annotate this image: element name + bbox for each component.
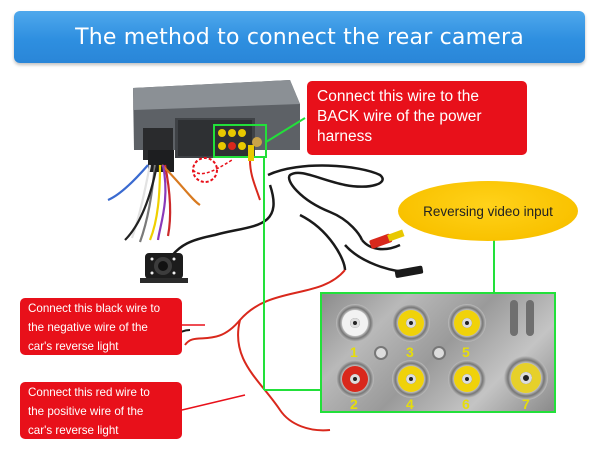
rca-jack-5 [448,304,486,342]
title-banner: The method to connect the rear camera [14,11,585,63]
head-unit [133,80,300,172]
back-wire-note-line-2: BACK wire of the power [317,108,482,125]
rca-jack-7 [504,356,548,400]
jack-number-1: 1 [350,344,358,360]
reversing-video-label: Reversing video input [423,203,553,219]
back-wire-note-line-1: Connect this wire to the [317,88,479,105]
black-wire-note-line-3: car's reverse light [28,340,119,353]
black-wire-note: Connect this black wire to the negative … [20,298,182,355]
rca-jack-3 [392,304,430,342]
jack-number-3: 3 [406,344,414,360]
black-wire-note-line-2: the negative wire of the [28,321,148,334]
camera-cable [164,159,411,432]
panel-slot [510,300,518,336]
panel-slot [526,300,534,336]
reversing-video-callout: Reversing video input [398,181,578,241]
rca-jack-panel: 1 2 3 4 5 6 7 [320,292,556,413]
rca-jack-2 [336,360,374,398]
banner-title: The method to connect the rear camera [75,24,524,50]
rca-plugs [248,145,424,278]
black-wire-note-line-1: Connect this black wire to [28,302,161,315]
panel-screw [374,346,388,360]
panel-screw [432,346,446,360]
rca-jack-1 [336,304,374,342]
rear-camera [140,253,188,283]
red-wire-note: Connect this red wire to the positive wi… [20,382,182,439]
harness-wires [107,164,201,243]
jack-number-5: 5 [462,344,470,360]
jack-number-6: 6 [462,396,470,412]
back-wire-note: Connect this wire to the BACK wire of th… [307,81,527,155]
jack-number-7: 7 [522,396,530,412]
red-wire-note-line-1: Connect this red wire to [28,386,150,399]
red-pointer-lines [181,324,246,411]
red-wire-note-line-2: the positive wire of the [28,405,144,418]
rca-jack-6 [448,360,486,398]
jack-number-2: 2 [350,396,358,412]
red-wire-note-line-3: car's reverse light [28,424,119,437]
rca-jack-4 [392,360,430,398]
back-wire-note-line-3: harness [317,128,373,145]
jack-number-4: 4 [406,396,414,412]
